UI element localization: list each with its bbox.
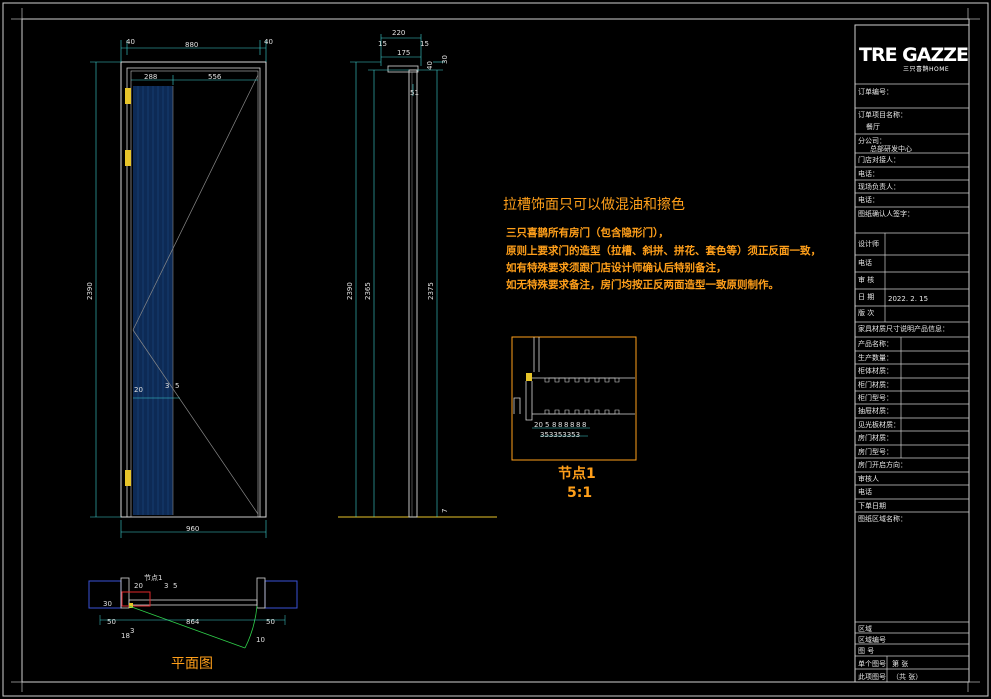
title-block-field: 柜门型号： bbox=[858, 394, 893, 402]
dimension-label: 8 bbox=[582, 421, 586, 429]
title-block-field: 现场负责人： bbox=[858, 183, 900, 191]
node-label: 节点1 bbox=[558, 466, 596, 482]
dimension-label: 5 bbox=[545, 421, 549, 429]
title-block-field: 柜门材质： bbox=[858, 381, 893, 389]
dimension-label: 51 bbox=[410, 89, 419, 97]
note-line-4: 如无特殊要求备注，房门均按正反两面造型一致原则制作。 bbox=[506, 279, 779, 291]
dimension-label: 3 bbox=[165, 382, 169, 390]
dimension-label: 220 bbox=[392, 29, 405, 37]
title-block-field: 第 张 bbox=[892, 660, 909, 668]
title-block-field: 家具材质尺寸说明产品信息： bbox=[858, 325, 949, 333]
dimension-label: 30 bbox=[441, 55, 449, 64]
dimension-label: 18 bbox=[121, 632, 130, 640]
note-line-3: 如有特殊要求须跟门店设计师确认后特别备注， bbox=[506, 262, 727, 274]
dimension-label: 556 bbox=[208, 73, 222, 81]
dimension-label: 2365 bbox=[364, 282, 372, 300]
title-block-field: 区域编号 bbox=[858, 636, 886, 644]
dimension-label: 节点1 bbox=[144, 574, 162, 582]
title-block-field: 设计师 bbox=[858, 240, 879, 248]
title-block-field: 审核人 bbox=[858, 475, 879, 483]
node-detail bbox=[511, 336, 637, 461]
dimension-label: 2390 bbox=[346, 282, 354, 300]
node-scale: 5:1 bbox=[567, 485, 593, 501]
dimension-label: 3 bbox=[164, 582, 168, 590]
brand-logo-sub: 三只喜鹊HOME bbox=[903, 66, 950, 73]
title-block-field: 产品名称： bbox=[858, 340, 893, 348]
front-elevation bbox=[90, 40, 267, 538]
dimension-label: 5 bbox=[175, 382, 179, 390]
title-block-field: 餐厅 bbox=[866, 123, 880, 131]
dimension-label: 960 bbox=[186, 525, 199, 533]
side-elevation bbox=[338, 34, 497, 518]
hinge bbox=[125, 150, 131, 166]
title-block-field: 订单项目名称： bbox=[858, 111, 907, 119]
dimension-label: 7 bbox=[441, 509, 449, 513]
dimension-label: 20 bbox=[134, 386, 143, 394]
title-block-field: 房门型号： bbox=[858, 448, 893, 456]
plan-view bbox=[88, 577, 298, 649]
title-block-field: 电话： bbox=[858, 170, 879, 178]
hinge bbox=[125, 470, 131, 486]
dimension-label: 15 bbox=[378, 40, 387, 48]
dimension-label: 30 bbox=[103, 600, 112, 608]
title-block-field: 审 核 bbox=[858, 276, 875, 284]
dimension-label: 10 bbox=[256, 636, 265, 644]
title-block-field: 日 期 bbox=[858, 293, 875, 301]
title-block-field: 图纸区域名称： bbox=[858, 515, 907, 523]
title-block-field: 生产数量： bbox=[858, 354, 893, 362]
dimension-label: 20 bbox=[534, 421, 543, 429]
dimension-label: 880 bbox=[185, 41, 198, 49]
title-block-field: 电话 bbox=[858, 259, 872, 267]
dimension-label: 8 bbox=[570, 421, 574, 429]
dimension-label: 3 bbox=[130, 627, 134, 635]
title-block-field: 图纸确认人签字： bbox=[858, 210, 914, 218]
note-line-1: 三只喜鹊所有房门（包含隐形门）， bbox=[506, 227, 669, 239]
dimension-label: 5 bbox=[173, 582, 177, 590]
note-title: 拉槽饰面只可以做混油和擦色 bbox=[503, 197, 685, 213]
hinge bbox=[125, 88, 131, 104]
dimension-label: 40 bbox=[264, 38, 273, 46]
title-block-field: 抽屉材质： bbox=[858, 407, 893, 415]
title-block-field: 版 次 bbox=[858, 309, 875, 317]
dimension-label: 288 bbox=[144, 73, 157, 81]
dimension-label: 2390 bbox=[86, 282, 94, 300]
dimension-label: 50 bbox=[266, 618, 275, 626]
title-block-field: 房门开启方向： bbox=[858, 461, 907, 469]
dimension-label: 353353353 bbox=[540, 431, 580, 439]
title-block-field: 柜体材质： bbox=[858, 367, 893, 375]
dimension-label: 8 bbox=[576, 421, 580, 429]
title-block-field: 图 号 bbox=[858, 647, 875, 655]
dimension-label: 50 bbox=[107, 618, 116, 626]
dimension-label: 8 bbox=[564, 421, 568, 429]
dimension-label: 15 bbox=[420, 40, 429, 48]
dimension-label: 2375 bbox=[427, 282, 435, 300]
dimension-label: 40 bbox=[126, 38, 135, 46]
title-block-field: 房门材质： bbox=[858, 434, 893, 442]
dimension-label: 8 bbox=[558, 421, 562, 429]
dimension-label: 175 bbox=[397, 49, 410, 57]
title-block-field: 电话 bbox=[858, 488, 872, 496]
dimension-label: 40 bbox=[426, 61, 434, 70]
title-block-field: 电话： bbox=[858, 196, 879, 204]
title-block-field: （共 张） bbox=[892, 673, 923, 681]
title-block-field: 此项图号 bbox=[858, 673, 886, 681]
title-block-field: 分公司： bbox=[858, 137, 886, 145]
dimension-label: 8 bbox=[552, 421, 556, 429]
title-block-field: 门店对接人： bbox=[858, 156, 900, 164]
dimension-label: 20 bbox=[134, 582, 143, 590]
title-block-field: 单个图号 bbox=[858, 660, 886, 668]
dimension-label: 864 bbox=[186, 618, 200, 626]
title-block-field: 订单编号： bbox=[858, 88, 893, 96]
plan-label: 平面图 bbox=[171, 656, 213, 672]
title-block-field: 下单日期 bbox=[858, 502, 886, 510]
brand-logo: TRE GAZZE bbox=[859, 44, 969, 66]
title-block-frame bbox=[854, 24, 970, 683]
title-block-field: 区域 bbox=[858, 625, 872, 633]
title-block-field: 见光板材质： bbox=[858, 421, 900, 429]
note-line-2: 原则上要求门的造型（拉槽、斜拼、拼花、套色等）须正反面一致， bbox=[506, 245, 821, 257]
title-block-field: 2022. 2. 15 bbox=[888, 295, 929, 303]
title-block-field: 总部研发中心 bbox=[870, 145, 912, 153]
